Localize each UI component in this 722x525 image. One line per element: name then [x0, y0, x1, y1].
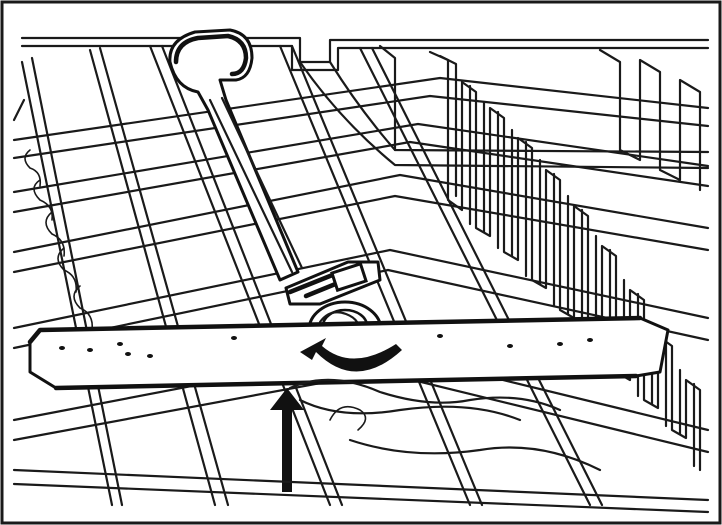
spray-nozzles	[59, 334, 593, 358]
up-arrow-icon	[270, 388, 304, 492]
supply-tube	[168, 28, 304, 282]
rotate-arrow-icon	[300, 338, 402, 372]
left-tines	[24, 149, 94, 331]
rack-front-rails	[12, 468, 710, 514]
rack-back-rails	[12, 76, 710, 454]
lower-spray-arm	[27, 315, 670, 391]
tub-floor-detail	[288, 378, 602, 472]
